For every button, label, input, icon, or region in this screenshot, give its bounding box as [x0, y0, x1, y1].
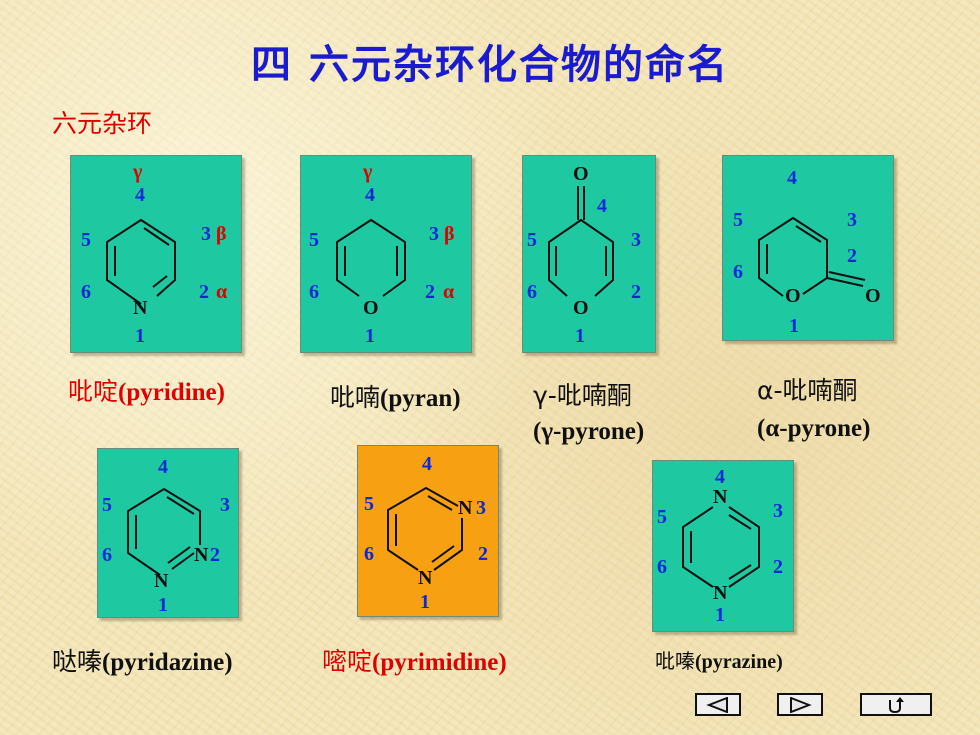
- carbonyl-oxygen: O: [573, 163, 589, 185]
- pyrimidine-structure: 4 5 N 3 6 2 N 1: [357, 445, 499, 617]
- ring-oxygen: O: [785, 285, 801, 307]
- nitrogen-atom-1: N: [418, 567, 433, 589]
- position-5: 5: [309, 229, 319, 251]
- alpha-pyrone-caption: α-吡喃酮 (α-pyrone): [757, 376, 871, 442]
- gamma-label: γ: [362, 161, 373, 183]
- position-1: 1: [365, 325, 375, 347]
- pyridine-structure: γ 4 5 3 β 6 2 α N 1: [70, 155, 242, 353]
- position-5: 5: [733, 209, 743, 231]
- nitrogen-atom-4: N: [713, 486, 728, 508]
- pyran-caption: 吡喃(pyran): [330, 383, 461, 412]
- position-2: 2: [847, 245, 857, 267]
- position-2: 2: [773, 556, 783, 578]
- position-3: 3: [847, 209, 857, 231]
- prev-arrow-icon: [706, 696, 728, 713]
- position-2: 2: [631, 281, 641, 303]
- oxygen-atom: O: [573, 297, 589, 319]
- gamma-pyrone-caption: γ-吡喃酮 (γ-pyrone): [533, 381, 645, 445]
- nitrogen-atom-2: N: [194, 544, 209, 566]
- oxygen-atom: O: [363, 297, 379, 319]
- pyrazine-caption: 吡嗪(pyrazine): [655, 649, 783, 673]
- alpha-label: α: [216, 281, 227, 303]
- position-3: 3: [773, 500, 783, 522]
- pyridazine-ring: 4 5 3 6 N 2 N 1: [102, 456, 230, 616]
- position-6: 6: [81, 281, 91, 303]
- return-button[interactable]: [860, 693, 932, 716]
- gamma-label: γ: [132, 161, 143, 183]
- pyridazine-structure: 4 5 3 6 N 2 N 1: [97, 448, 239, 618]
- position-6: 6: [309, 281, 319, 303]
- pyran-structure: γ 4 5 3 β 6 2 α O 1: [300, 155, 472, 353]
- position-2: 2: [478, 543, 488, 565]
- alpha-pyrone-ring: 4 5 3 2 6 O O 1: [733, 167, 881, 337]
- position-1: 1: [158, 594, 168, 616]
- gamma-pyrone-ring: O 4 5 3 6 2 O 1: [527, 163, 641, 347]
- position-3: 3: [476, 497, 486, 519]
- position-2: 2: [210, 544, 220, 566]
- next-arrow-icon: [790, 696, 812, 713]
- position-5: 5: [527, 229, 537, 251]
- position-6: 6: [657, 556, 667, 578]
- position-2: 2: [425, 281, 435, 303]
- position-4: 4: [715, 466, 725, 488]
- nitrogen-atom-3: N: [458, 497, 473, 519]
- position-1: 1: [420, 591, 430, 613]
- position-3: 3: [429, 223, 439, 245]
- position-4: 4: [158, 456, 168, 478]
- position-1: 1: [135, 325, 145, 347]
- prev-button[interactable]: [695, 693, 741, 716]
- pyridine-ring: γ 4 5 3 β 6 2 α N 1: [81, 161, 227, 347]
- beta-label: β: [216, 223, 227, 245]
- position-6: 6: [364, 543, 374, 565]
- next-button[interactable]: [777, 693, 823, 716]
- position-4: 4: [597, 195, 607, 217]
- alpha-label: α: [443, 281, 454, 303]
- position-1: 1: [715, 604, 725, 626]
- pyrazine-ring: 4 N 5 3 6 2 N 1: [657, 466, 783, 626]
- position-1: 1: [575, 325, 585, 347]
- pyran-ring: γ 4 5 3 β 6 2 α O 1: [309, 161, 455, 347]
- position-1: 1: [789, 315, 799, 337]
- nitrogen-atom-1: N: [154, 570, 169, 592]
- position-4: 4: [787, 167, 797, 189]
- position-5: 5: [102, 494, 112, 516]
- position-3: 3: [631, 229, 641, 251]
- nitrogen-atom: N: [133, 297, 148, 319]
- pyridine-caption: 吡啶(pyridine): [68, 377, 225, 406]
- beta-label: β: [444, 223, 455, 245]
- position-5: 5: [81, 229, 91, 251]
- position-5: 5: [364, 493, 374, 515]
- position-3: 3: [220, 494, 230, 516]
- pyridazine-caption: 哒嗪(pyridazine): [52, 647, 233, 676]
- page-title: 四 六元杂环化合物的命名: [251, 42, 729, 88]
- position-2: 2: [199, 281, 209, 303]
- position-4: 4: [422, 453, 432, 475]
- position-3: 3: [201, 223, 211, 245]
- section-subtitle: 六元杂环: [52, 109, 153, 138]
- position-6: 6: [527, 281, 537, 303]
- nitrogen-atom-1: N: [713, 582, 728, 604]
- return-icon: [889, 696, 904, 713]
- pyrimidine-caption: 嘧啶(pyrimidine): [322, 647, 507, 676]
- carbonyl-oxygen: O: [865, 285, 881, 307]
- position-4: 4: [365, 184, 375, 206]
- position-4: 4: [135, 184, 145, 206]
- alpha-pyrone-structure: 4 5 3 2 6 O O 1: [722, 155, 894, 341]
- pyrimidine-ring: 4 5 N 3 6 2 N 1: [364, 453, 488, 613]
- position-5: 5: [657, 506, 667, 528]
- position-6: 6: [102, 544, 112, 566]
- pyrazine-structure: 4 N 5 3 6 2 N 1: [652, 460, 794, 632]
- position-6: 6: [733, 261, 743, 283]
- gamma-pyrone-structure: O 4 5 3 6 2 O 1: [522, 155, 656, 353]
